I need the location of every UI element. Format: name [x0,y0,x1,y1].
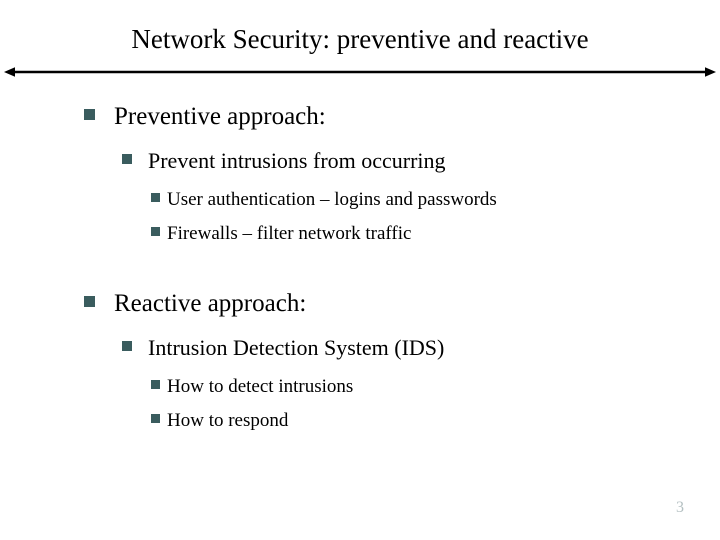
double-headed-arrow-icon [4,67,716,77]
square-bullet-icon [151,227,160,237]
slide-title: Network Security: preventive and reactiv… [131,24,589,54]
bullet-text: Intrusion Detection System (IDS) [148,334,445,360]
bullet-item-level1: Preventive approach: [0,94,720,135]
square-bullet-icon [122,340,132,351]
content-block-reactive: Reactive approach: Intrusion Detection S… [0,281,720,437]
bullet-item-level3: How to respond [0,403,720,437]
bullet-text: How to respond [167,409,289,431]
content-block-preventive: Preventive approach: Prevent intrusions … [0,94,720,250]
bullet-item-level3: User authentication – logins and passwor… [0,182,720,216]
bullet-item-level2: Intrusion Detection System (IDS) [0,328,720,364]
bullet-item-level3: Firewalls – filter network traffic [0,216,720,250]
bullet-item-level1: Reactive approach: [0,281,720,322]
bullet-text: How to detect intrusions [167,375,354,397]
slide-body: Preventive approach: Prevent intrusions … [0,94,720,437]
square-bullet-icon [151,380,160,390]
square-bullet-icon [151,193,160,203]
bullet-text: Reactive approach: [114,289,307,317]
bullet-text: Firewalls – filter network traffic [167,222,412,244]
bullet-text: Preventive approach: [114,102,326,130]
square-bullet-icon [122,153,132,164]
bullet-item-level2: Prevent intrusions from occurring [0,141,720,177]
bullet-text: Prevent intrusions from occurring [148,147,446,173]
page-number: 3 [676,499,684,516]
square-bullet-icon [151,414,160,424]
bullet-text: User authentication – logins and passwor… [167,188,497,210]
bullet-item-level3: How to detect intrusions [0,369,720,403]
square-bullet-icon [84,295,95,307]
square-bullet-icon [84,108,95,120]
title-divider-rule [4,62,716,82]
